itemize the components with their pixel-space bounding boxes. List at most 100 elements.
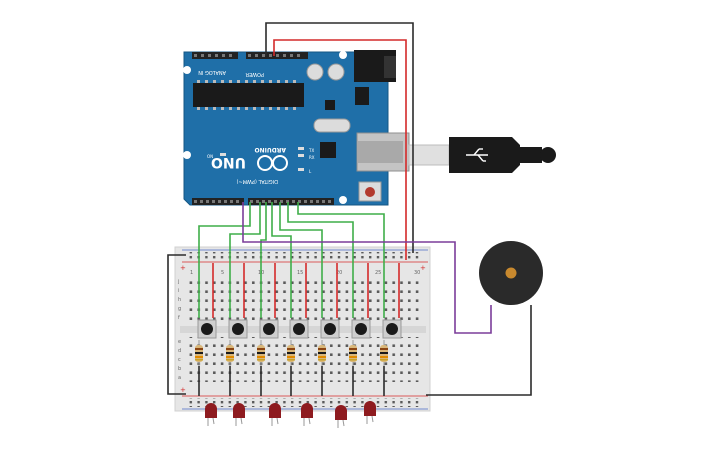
column-number: 5 <box>221 270 224 276</box>
row-letter: d <box>178 348 181 354</box>
dc-jack-body <box>384 56 396 78</box>
digital-header-high <box>248 198 334 205</box>
column-number: 30 <box>414 270 420 276</box>
usb-cable[interactable] <box>408 137 556 173</box>
mounting-hole <box>183 66 191 74</box>
column-number: 1 <box>190 270 193 276</box>
row-letter: a <box>178 375 181 381</box>
wire-green-7[interactable] <box>297 202 385 318</box>
push-button[interactable] <box>351 319 371 339</box>
led[interactable] <box>205 403 217 426</box>
push-button[interactable] <box>197 319 217 339</box>
l-led <box>298 168 304 171</box>
resistor[interactable] <box>257 340 265 366</box>
black-jumpers <box>198 366 385 396</box>
wire-green-4[interactable] <box>271 202 292 318</box>
push-button[interactable] <box>289 319 309 339</box>
chip-pins <box>197 80 296 110</box>
resistor[interactable] <box>349 340 357 366</box>
analog-in-label: ANALOG IN <box>198 69 226 75</box>
voltage-regulator <box>355 87 369 105</box>
board-brand: ARDUINO <box>255 146 286 153</box>
digital-header-pins <box>194 200 331 203</box>
row-letter: f <box>178 315 180 321</box>
resistor[interactable] <box>287 340 295 366</box>
row-letter: g <box>178 306 181 312</box>
digital-pwm-label: DIGITAL (PWM~) <box>236 178 278 184</box>
column-number: 20 <box>336 270 342 276</box>
wire-green-1[interactable] <box>198 202 251 318</box>
usb-port-inner <box>357 141 403 163</box>
small-ic <box>325 100 335 110</box>
reset-button-cap[interactable] <box>365 187 375 197</box>
hole-grid-top <box>186 277 422 322</box>
rail-plus-label-right: + <box>420 264 426 272</box>
mounting-hole <box>183 151 191 159</box>
row-letter: c <box>178 357 181 363</box>
arduino-uno-board[interactable]: ANALOG IN POWER <box>183 50 410 206</box>
row-letter: e <box>178 339 181 345</box>
led[interactable] <box>364 401 376 424</box>
rail-plus-label: + <box>180 264 186 272</box>
capacitor <box>327 63 345 81</box>
usb-chip <box>320 142 336 158</box>
usb-cable-end <box>540 147 556 163</box>
wire-green-5[interactable] <box>279 202 323 318</box>
resistor[interactable] <box>380 340 388 366</box>
row-letter: i <box>178 288 179 294</box>
board-model: UNO <box>211 154 246 170</box>
leds <box>205 401 376 428</box>
mounting-hole <box>339 51 347 59</box>
wire-green-6[interactable] <box>287 202 354 318</box>
resistor[interactable] <box>318 340 326 366</box>
atmega-chip <box>193 83 304 107</box>
wire-black-rail-jumper[interactable] <box>167 254 186 395</box>
l-label: L <box>309 169 312 174</box>
row-letter: h <box>178 297 181 303</box>
on-led <box>220 153 226 156</box>
row-letter: b <box>178 366 181 372</box>
crystal <box>313 118 351 133</box>
led[interactable] <box>233 403 245 426</box>
push-buttons <box>197 319 402 339</box>
row-letter: j <box>177 279 179 285</box>
push-button[interactable] <box>382 319 402 339</box>
top-header-pins <box>194 54 300 57</box>
wire-black-gnd[interactable] <box>265 22 414 253</box>
resistors <box>195 340 388 366</box>
usb-icon <box>466 148 488 162</box>
usb-cable-strain <box>518 147 542 163</box>
wire-green-2[interactable] <box>229 202 261 318</box>
mounting-hole <box>339 196 347 204</box>
column-number: 25 <box>375 270 381 276</box>
push-button[interactable] <box>320 319 340 339</box>
wire-green-3[interactable] <box>260 202 267 318</box>
usb-plug-metal <box>408 144 450 166</box>
push-button[interactable] <box>228 319 248 339</box>
capacitor <box>306 63 324 81</box>
wire-black-buzzer-gnd[interactable] <box>426 305 532 396</box>
rx-led <box>298 154 304 157</box>
on-label: ON <box>207 154 213 159</box>
buzzer-center <box>505 267 517 279</box>
led[interactable] <box>335 405 347 428</box>
arduino-logo-icon <box>257 155 288 171</box>
tx-led <box>298 147 304 150</box>
power-label: POWER <box>245 71 264 77</box>
tx-label: TX <box>308 148 314 153</box>
led[interactable] <box>301 403 313 426</box>
resistor[interactable] <box>195 340 203 366</box>
resistor[interactable] <box>226 340 234 366</box>
piezo-buzzer[interactable] <box>479 241 543 305</box>
red-jumpers <box>212 263 400 318</box>
wire-red-5v[interactable] <box>273 39 407 260</box>
rail-holes-top <box>186 252 422 261</box>
wire-purple-buzzer[interactable] <box>242 202 492 334</box>
wires <box>167 22 532 396</box>
push-button[interactable] <box>259 319 279 339</box>
rail-plus-label-bottom: + <box>180 386 186 394</box>
rx-label: RX <box>309 155 315 160</box>
rail-holes-bottom <box>186 398 422 407</box>
led[interactable] <box>269 403 281 426</box>
